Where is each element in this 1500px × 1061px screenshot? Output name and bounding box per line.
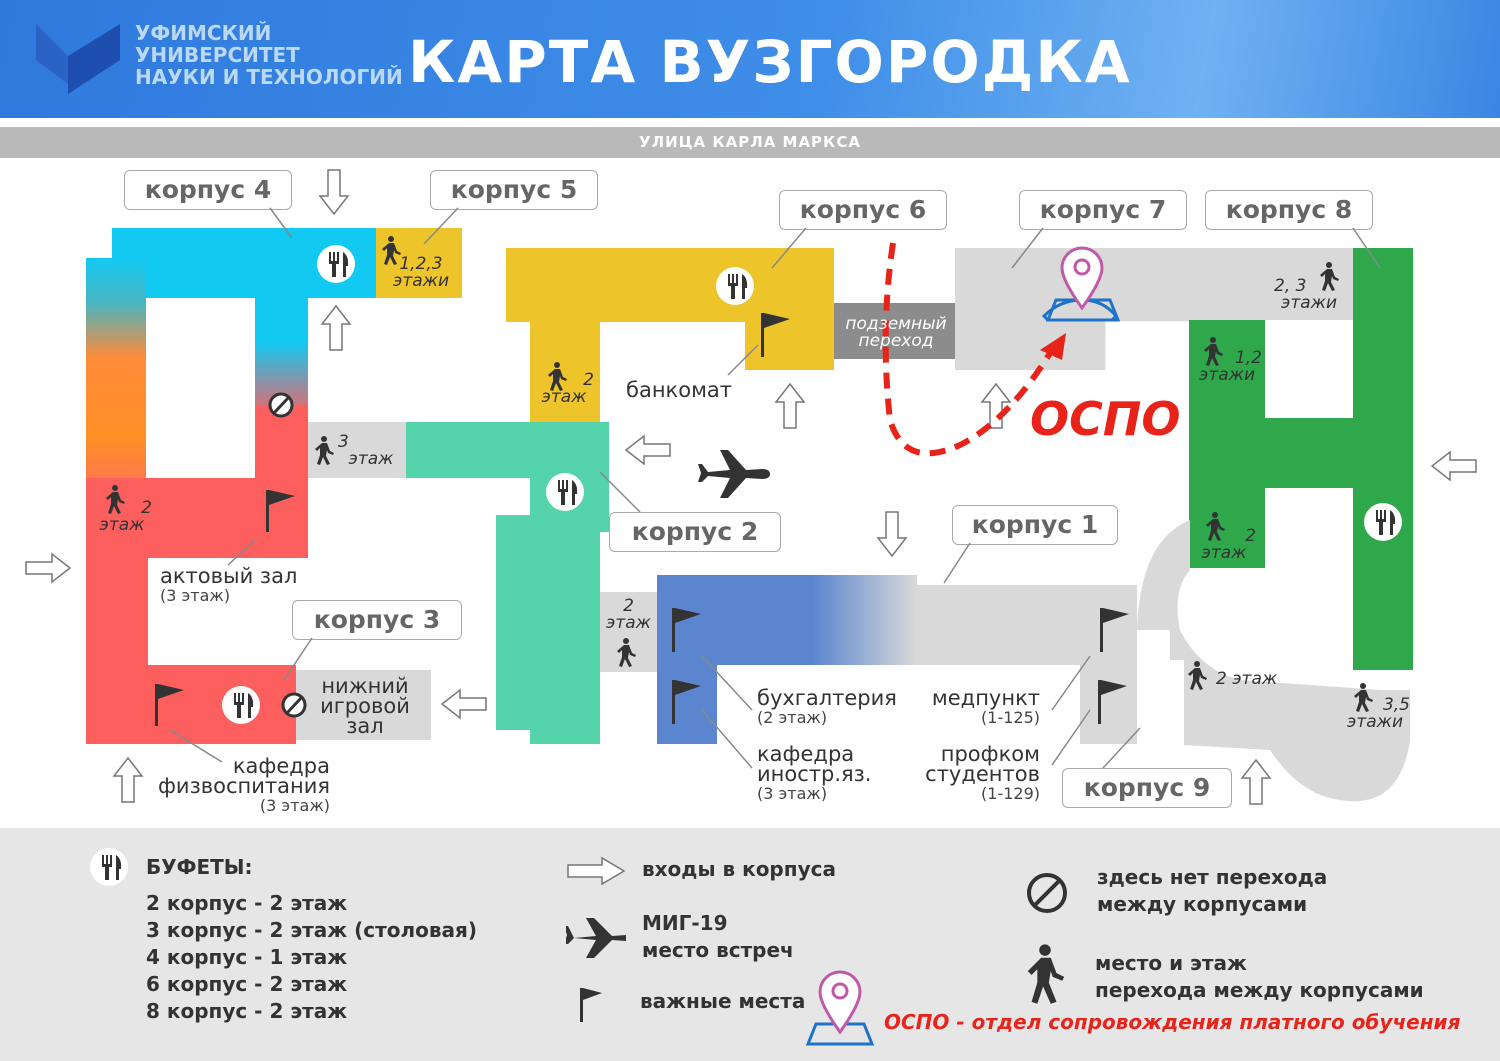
flag-icon — [1100, 608, 1129, 652]
building-6-label[interactable]: корпус 6 — [779, 190, 947, 230]
entrance-arrow-icon — [25, 552, 72, 584]
entrance-arrow-icon — [440, 688, 487, 720]
entrances-legend: входы в корпуса — [642, 857, 836, 881]
passage-2-1 — [600, 592, 657, 672]
entrance-arrow-icon — [1240, 758, 1272, 805]
entrance-arrow-icon — [112, 756, 144, 803]
flag-icon — [580, 988, 602, 1022]
university-name: УФИМСКИЙ УНИВЕРСИТЕТ НАУКИ И ТЕХНОЛОГИЙ — [135, 21, 403, 89]
flag-icon — [266, 490, 295, 532]
entrance-arrow-icon — [1430, 450, 1477, 482]
underground-passage — [834, 303, 955, 359]
walker-icons — [106, 236, 1373, 712]
ospo-pin-icon — [1041, 246, 1121, 322]
building-8-mid — [1189, 418, 1413, 488]
buffets-list: 2 корпус - 2 этаж 3 корпус - 2 этаж (сто… — [146, 891, 477, 1023]
ospo-note: ОСПО - отдел сопровождения платного обуч… — [884, 1010, 1461, 1034]
building-9-label[interactable]: корпус 9 — [1062, 768, 1232, 808]
no-passage-icon — [1027, 873, 1067, 913]
building-6-right — [745, 248, 834, 370]
callout-pointers — [169, 207, 1381, 769]
atm-label: банкомат — [626, 378, 733, 402]
building-1-main — [657, 575, 917, 665]
building-4-left — [86, 258, 146, 480]
assembly-hall-label: актовый зал(3 этаж) — [160, 564, 298, 606]
building-3-label[interactable]: корпус 3 — [292, 600, 462, 640]
entrance-arrows — [25, 169, 1477, 805]
entrance-arrow-icon — [318, 169, 350, 216]
entrance-arrow-icon — [876, 511, 908, 558]
building-2-label[interactable]: корпус 2 — [609, 512, 781, 552]
building-1-label[interactable]: корпус 1 — [952, 505, 1118, 545]
buffets-title: БУФЕТЫ: — [146, 855, 253, 879]
entrance-arrow-icon — [567, 856, 626, 886]
ospo-label: ОСПО — [1030, 392, 1181, 446]
building-5-label[interactable]: корпус 5 — [430, 170, 598, 210]
entrance-arrow-icon — [624, 434, 671, 466]
fork-knife-icon — [102, 855, 122, 880]
accounting-label: бухгалтерия(2 этаж) — [757, 686, 897, 728]
building-8-label[interactable]: корпус 8 — [1205, 190, 1373, 230]
street-label: УЛИЦА КАРЛА МАРКСА — [0, 127, 1500, 158]
flag-icon — [672, 608, 701, 652]
building-3-bottom — [86, 665, 296, 744]
walker-icon — [1027, 944, 1065, 1004]
building-2-ear — [598, 422, 609, 532]
university-logo-icon — [36, 24, 120, 94]
legend: БУФЕТЫ: 2 корпус - 2 этаж 3 корпус - 2 э… — [0, 828, 1500, 1061]
flag-icon — [761, 313, 790, 357]
entrance-arrow-icon — [774, 382, 806, 429]
building-4-label[interactable]: корпус 4 — [124, 170, 292, 210]
entrance-arrow-icon — [320, 304, 352, 351]
page-title: КАРТА ВУЗГОРОДКА — [408, 28, 1132, 96]
important-places-legend: важные места — [640, 989, 806, 1013]
building-9-shape — [1137, 520, 1410, 802]
entrance-arrow-icon — [980, 382, 1012, 429]
building-6-left — [530, 248, 600, 422]
airplane-icon — [698, 450, 770, 498]
building-2-left — [496, 515, 600, 730]
flag-icon — [155, 684, 184, 726]
lower-play-hall — [296, 670, 431, 740]
flag-icon — [672, 680, 701, 724]
airplane-icon — [566, 918, 626, 958]
flag-icon — [1098, 680, 1127, 724]
ospo-pin-icon — [805, 970, 875, 1046]
medical-office-label: медпункт(1-125) — [931, 686, 1040, 728]
fork-knife-icons — [106, 236, 1396, 718]
header: УФИМСКИЙ УНИВЕРСИТЕТ НАУКИ И ТЕХНОЛОГИЙ … — [0, 0, 1500, 118]
building-7-label[interactable]: корпус 7 — [1019, 190, 1187, 230]
transition-9: 2 этаж — [1216, 669, 1278, 689]
